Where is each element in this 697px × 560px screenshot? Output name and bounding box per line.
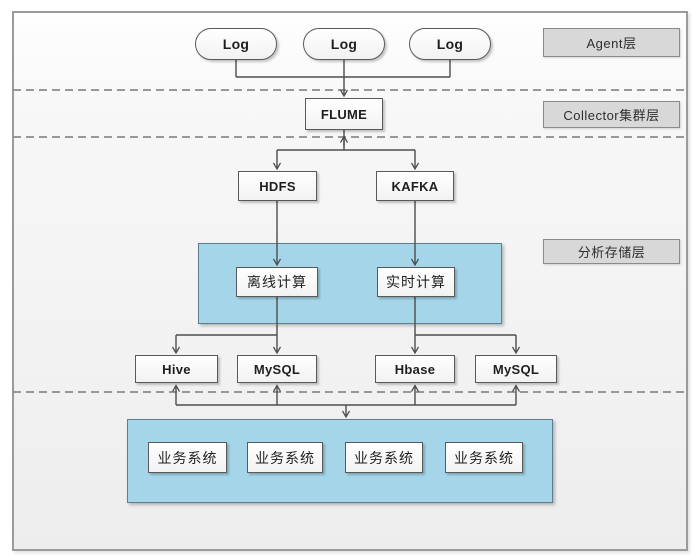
node-log-1: Log — [195, 28, 277, 60]
label-analysis-layer: 分析存储层 — [543, 239, 680, 264]
node-mysql-right: MySQL — [475, 355, 557, 383]
node-business-2: 业务系统 — [247, 442, 323, 473]
node-hive-label: Hive — [162, 361, 191, 377]
node-log-3: Log — [409, 28, 491, 60]
node-realtime-compute-label: 实时计算 — [386, 274, 446, 290]
node-hdfs: HDFS — [238, 171, 317, 201]
node-mysql-right-label: MySQL — [492, 361, 540, 377]
node-mysql-left: MySQL — [237, 355, 317, 383]
node-kafka: KAFKA — [376, 171, 454, 201]
label-agent-layer-text: Agent层 — [586, 36, 637, 51]
label-collector-layer: Collector集群层 — [543, 101, 680, 128]
label-agent-layer: Agent层 — [543, 28, 680, 57]
node-realtime-compute: 实时计算 — [377, 267, 455, 297]
node-flume: FLUME — [305, 98, 383, 130]
node-hive: Hive — [135, 355, 218, 383]
node-offline-compute-label: 离线计算 — [247, 274, 307, 290]
wire-realtime-split — [414, 297, 516, 336]
node-business-4-label: 业务系统 — [454, 449, 514, 466]
wire-offline-split — [176, 297, 278, 336]
node-business-2-label: 业务系统 — [255, 449, 315, 466]
node-hbase-label: Hbase — [394, 361, 436, 377]
node-hdfs-label: HDFS — [259, 178, 296, 194]
label-analysis-layer-text: 分析存储层 — [577, 245, 646, 260]
node-flume-label: FLUME — [320, 106, 368, 122]
node-kafka-label: KAFKA — [391, 178, 439, 194]
label-collector-layer-text: Collector集群层 — [563, 108, 660, 123]
node-log-2: Log — [303, 28, 385, 60]
node-business-1-label: 业务系统 — [157, 449, 218, 466]
wire-logs-bracket — [235, 60, 451, 78]
node-log-3-label: Log — [436, 36, 464, 52]
node-hbase: Hbase — [375, 355, 455, 383]
node-mysql-left-label: MySQL — [253, 361, 301, 377]
node-business-4: 业务系统 — [445, 442, 523, 473]
node-business-3-label: 业务系统 — [354, 449, 414, 466]
wire-flume-split — [277, 130, 415, 151]
node-log-1-label: Log — [222, 36, 250, 52]
node-offline-compute: 离线计算 — [236, 267, 318, 297]
node-business-3: 业务系统 — [345, 442, 423, 473]
node-business-1: 业务系统 — [148, 442, 227, 473]
node-log-2-label: Log — [330, 36, 358, 52]
